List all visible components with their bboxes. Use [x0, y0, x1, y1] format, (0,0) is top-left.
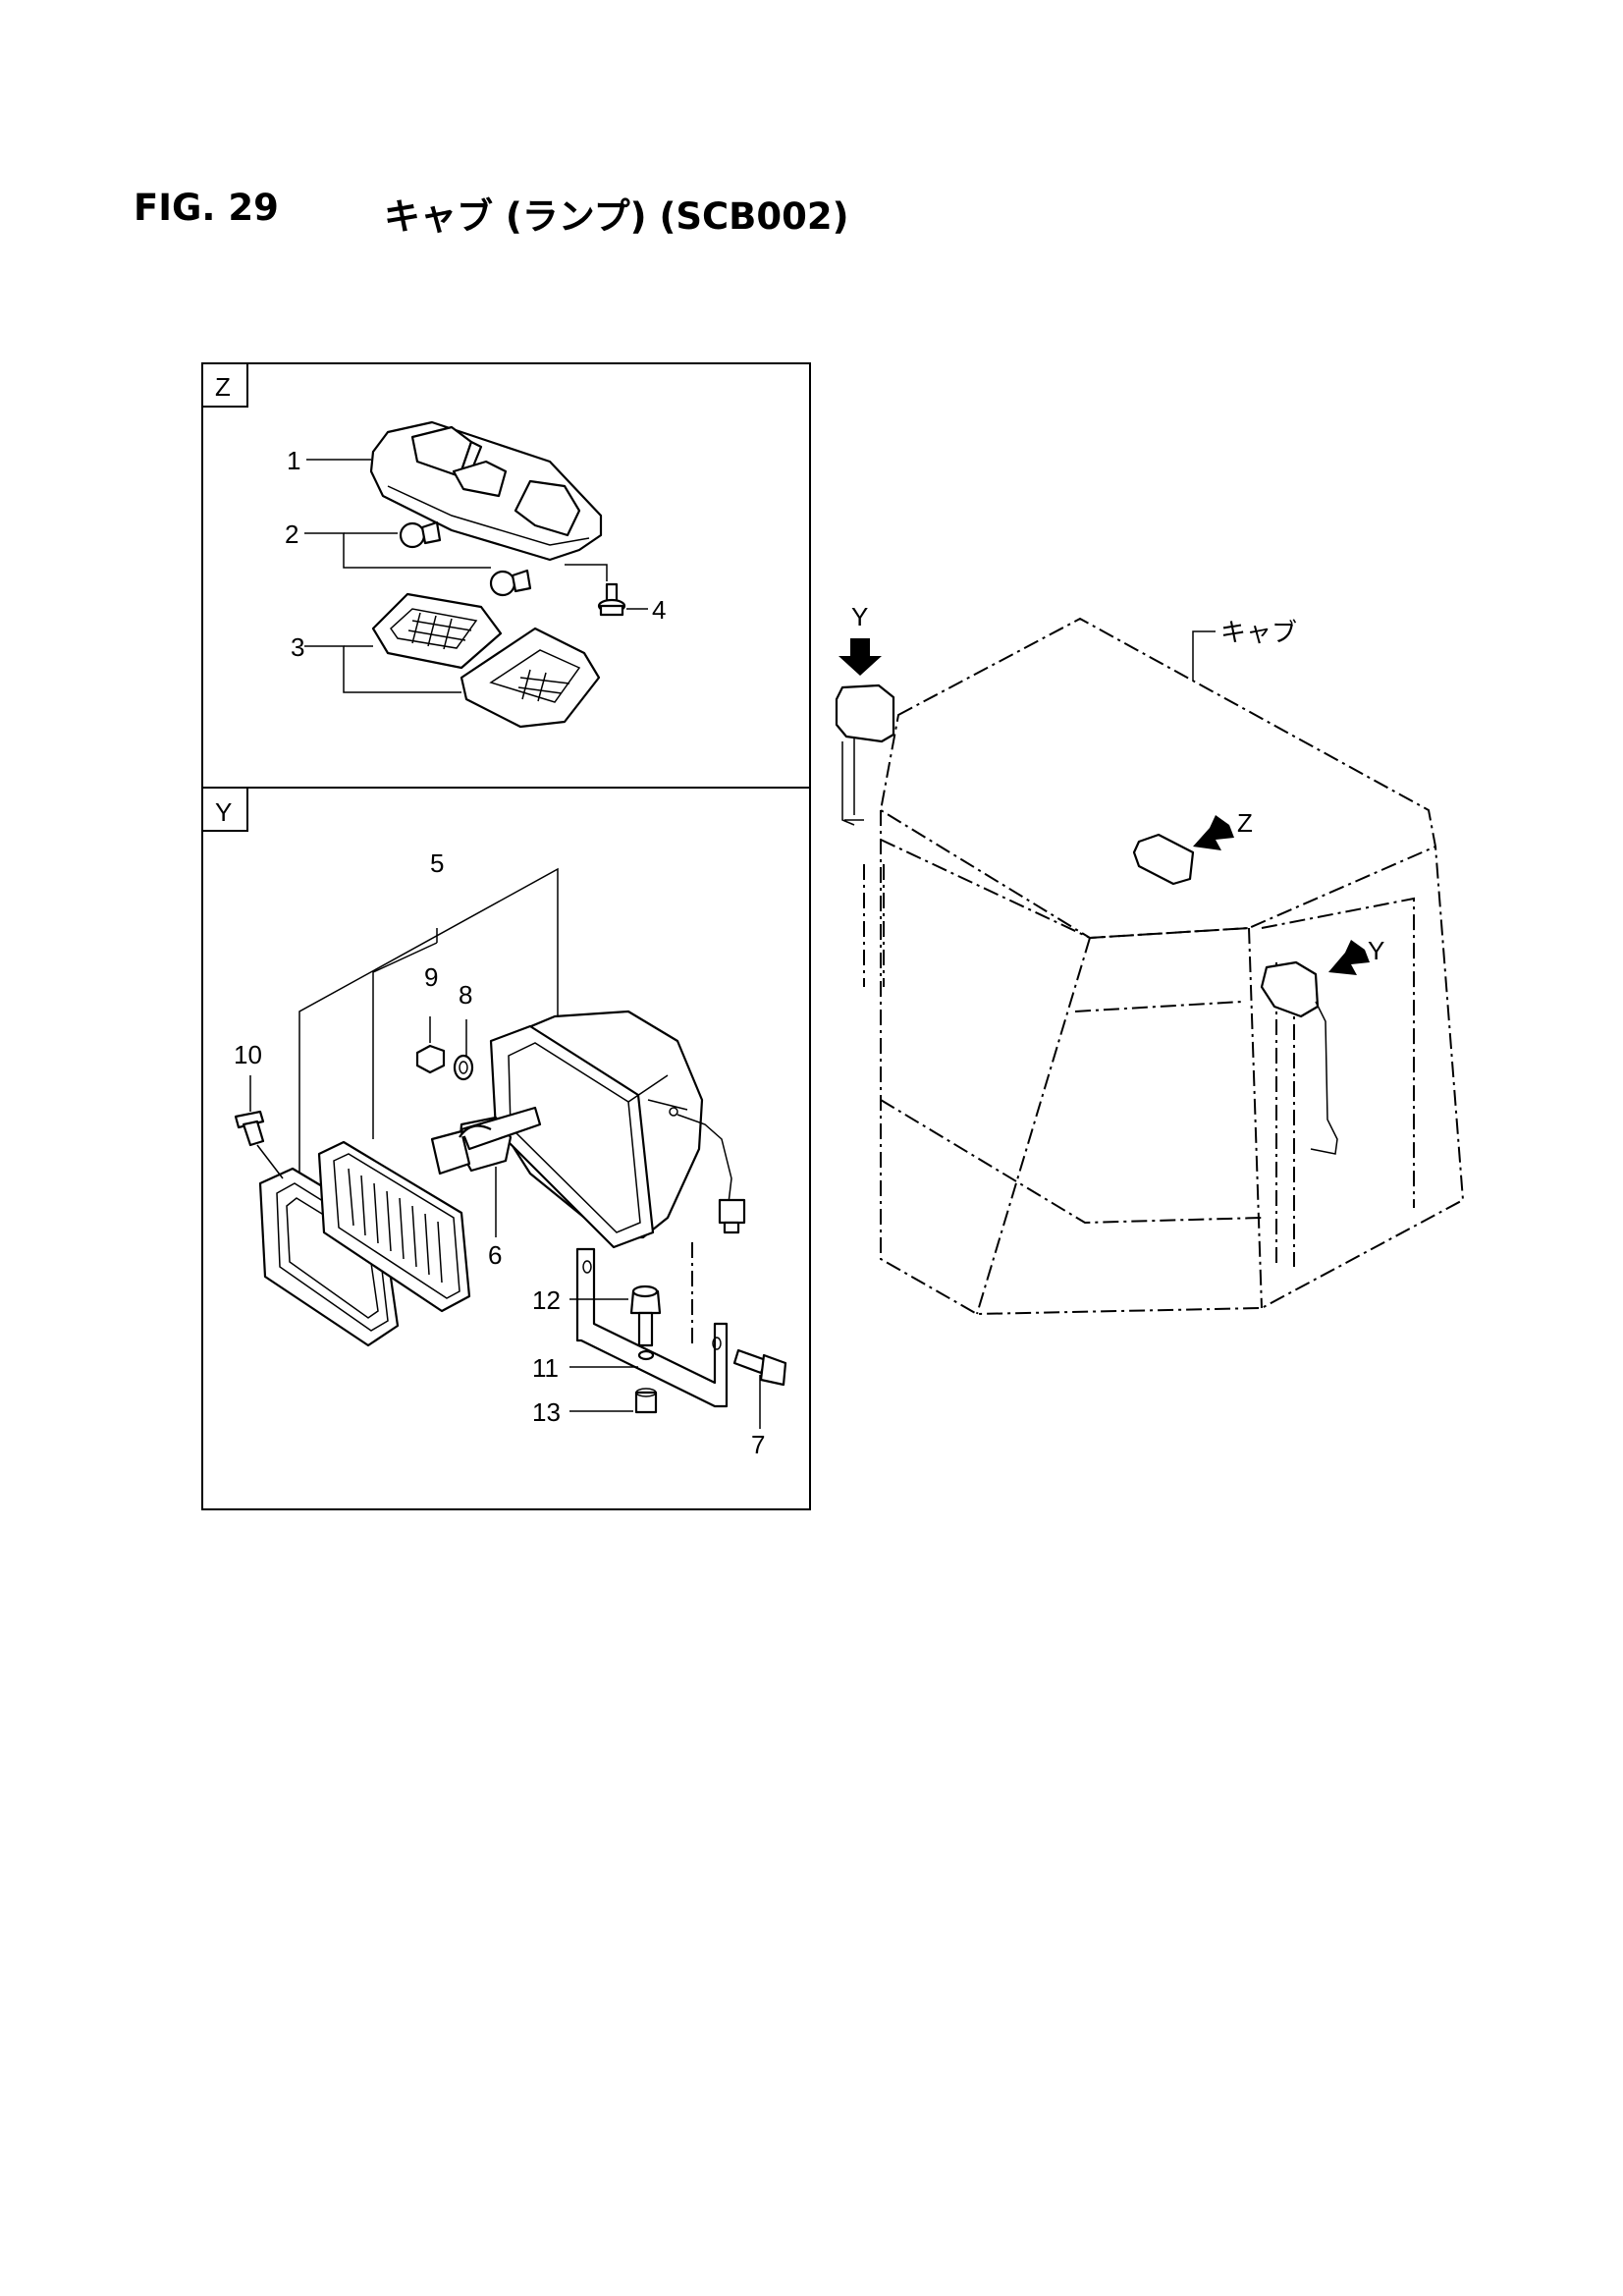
callout-13: 13: [532, 1397, 561, 1427]
callout-2: 2: [285, 519, 298, 549]
cab-lamp-right: [1260, 960, 1338, 1155]
lamp-lens: [317, 1140, 471, 1313]
cab-lamp-left: [835, 683, 895, 826]
figure-title: キャブ (ランプ) (SCB002): [384, 195, 849, 238]
callout-6: 6: [488, 1240, 502, 1270]
arrow-label-z: Z: [1237, 808, 1253, 838]
lenses: [371, 592, 601, 729]
cab-overview: キャブ Y Z Y: [835, 602, 1465, 1316]
cab-dome-lamp: [1132, 833, 1195, 886]
rim-screw: [234, 1110, 284, 1179]
arrow-label-y-right: Y: [1368, 936, 1384, 965]
figure-number: FIG. 29: [134, 187, 279, 229]
box-z-label: Z: [215, 372, 231, 402]
arrow-label-y-left: Y: [851, 602, 868, 631]
work-lamp-body: [489, 1010, 746, 1249]
bracket-bolt: [732, 1348, 787, 1387]
callout-9: 9: [424, 962, 438, 992]
box-y-label: Y: [215, 797, 232, 827]
callout-11: 11: [532, 1353, 559, 1383]
callout-12: 12: [532, 1285, 561, 1315]
bolt-washer-nut: [629, 1285, 662, 1414]
nut-and-washer: [415, 1016, 474, 1081]
arrow-z: [1193, 815, 1234, 850]
bulbs: [399, 520, 532, 597]
detail-box-z: Z: [201, 362, 811, 789]
callout-10: 10: [234, 1040, 262, 1069]
detail-box-y: Y: [201, 787, 811, 1510]
cab-label: キャブ: [1220, 618, 1297, 647]
arrow-y-right: [1328, 940, 1370, 975]
arrow-y-left: [839, 638, 882, 676]
callout-3: 3: [291, 632, 304, 662]
dome-lamp-housing: [369, 420, 603, 562]
callout-7: 7: [751, 1430, 765, 1459]
callout-1: 1: [287, 446, 300, 475]
callout-5: 5: [430, 848, 444, 878]
halogen-bulb: [430, 1106, 542, 1175]
callout-8: 8: [459, 980, 472, 1010]
callout-4: 4: [652, 595, 666, 625]
screw: [565, 564, 626, 617]
